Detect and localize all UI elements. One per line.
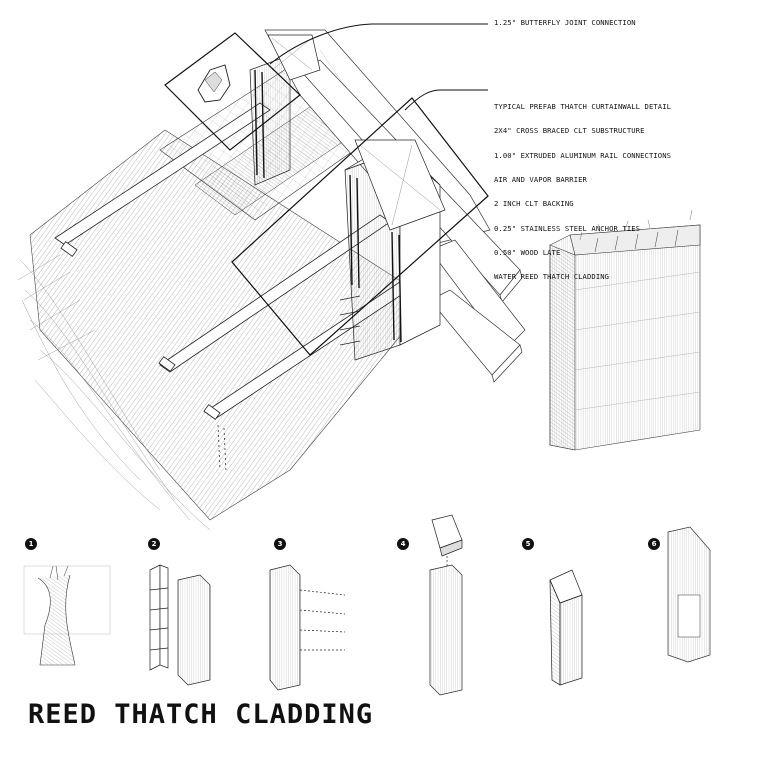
callout-line: 2 INCH CLT BACKING — [494, 199, 574, 209]
callout-line: 1.00" EXTRUDED ALUMINUM RAIL CONNECTIONS — [494, 150, 672, 160]
main-axonometric — [17, 23, 526, 531]
step-badge-2: 2 — [148, 538, 160, 550]
step-5-capped-panel — [549, 569, 583, 686]
callout-line: 0.50" WOOD LATE — [494, 247, 561, 257]
anchor-ties — [254, 69, 402, 343]
leader-curtainwall — [404, 89, 488, 111]
step-badge-5: 5 — [522, 538, 534, 550]
step-badge-6: 6 — [648, 538, 660, 550]
callout-box-curtainwall — [231, 97, 489, 356]
step-2-substructure — [149, 564, 211, 686]
step-badge-1: 1 — [25, 538, 37, 550]
callout-butterfly-joint: 1.25" BUTTERFLY JOINT CONNECTION — [494, 18, 636, 27]
step-6-complete-panel — [667, 526, 711, 663]
exploded-dashes — [217, 424, 227, 473]
assembly-sequence — [23, 514, 711, 696]
callout-line: 2X4" CROSS BRACED CLT SUBSTRUCTURE — [494, 126, 645, 136]
callout-box-butterfly — [164, 32, 301, 151]
panel-elevation — [549, 209, 701, 451]
callout-line: 0.25" STAINLESS STEEL ANCHOR TIES — [494, 223, 641, 233]
page-title: REED THATCH CLADDING — [28, 699, 374, 730]
step-4-cap — [429, 514, 463, 696]
step-badge-4: 4 — [397, 538, 409, 550]
callout-line: WATER REED THATCH CLADDING — [494, 272, 610, 282]
clt-column-upper — [249, 34, 446, 231]
callout-line: AIR AND VAPOR BARRIER — [494, 175, 587, 185]
step-1-reed-bundle — [23, 565, 111, 666]
leader-butterfly — [269, 23, 488, 65]
step-badge-3: 3 — [274, 538, 286, 550]
step-3-anchor-ties — [269, 564, 346, 691]
reed-fringe — [17, 254, 211, 531]
callout-line: TYPICAL PREFAB THATCH CURTAINWALL DETAIL — [494, 102, 672, 112]
callout-curtainwall-detail: TYPICAL PREFAB THATCH CURTAINWALL DETAIL… — [494, 87, 671, 289]
